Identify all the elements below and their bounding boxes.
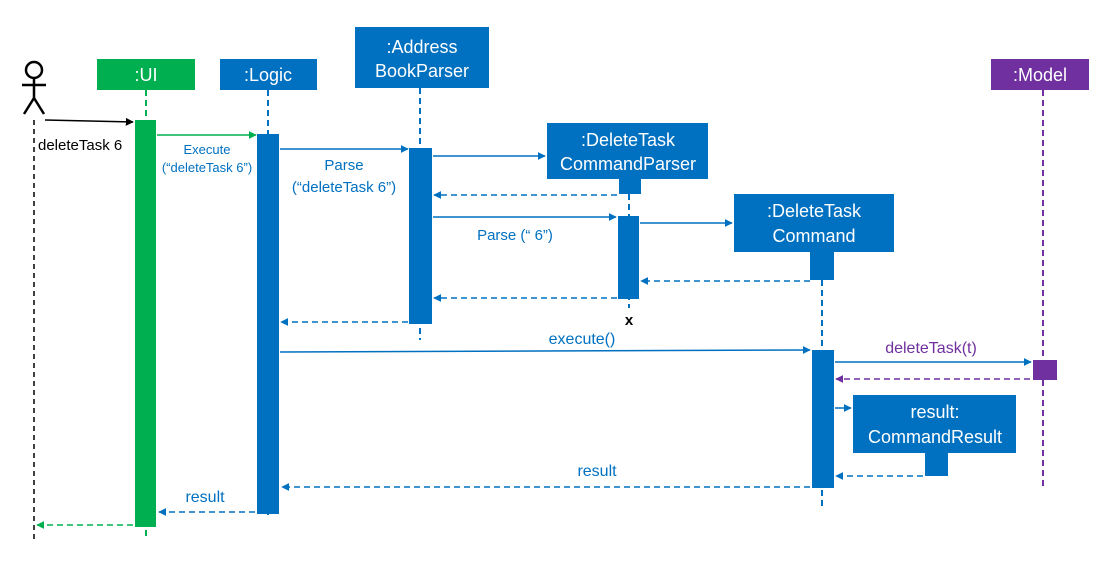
message-user-input: deleteTask 6 <box>38 117 134 154</box>
participant-dtparser-label-line1: :DeleteTask <box>581 130 676 150</box>
participant-dtparser-label-line2: CommandParser <box>560 154 696 174</box>
participant-result-label-line2: CommandResult <box>868 427 1002 447</box>
participant-logic: :Logic <box>220 59 317 90</box>
message-delete-task: deleteTask(t) <box>835 340 1032 366</box>
message-execute-call: execute() <box>279 331 811 355</box>
participant-addressbookparser: :Address BookParser <box>355 27 489 88</box>
logic-activation-bar <box>257 134 279 514</box>
message-user-input-label: deleteTask 6 <box>38 137 122 154</box>
participant-model: :Model <box>991 59 1089 90</box>
participant-result-label-line1: result: <box>910 402 959 422</box>
participant-ui: :UI <box>97 59 195 90</box>
message-execute-call-label: execute() <box>549 331 616 348</box>
user-actor-icon <box>22 60 46 115</box>
message-result-to-ui: result <box>158 489 255 516</box>
message-parse: Parse (“deleteTask 6”) <box>280 145 409 196</box>
model-activation-bar <box>1033 360 1057 380</box>
participant-dtcommand-label-line2: Command <box>772 226 855 246</box>
participant-dtcommand-label-line1: :DeleteTask <box>767 201 862 221</box>
message-execute-label-line1: Execute <box>184 142 231 157</box>
participant-parser-label-line2: BookParser <box>375 61 469 81</box>
destroy-mark: x <box>625 312 634 329</box>
message-parse-label-line2: (“deleteTask 6”) <box>292 179 396 196</box>
participant-model-label: :Model <box>1013 65 1067 85</box>
dtcommand-activation-bar <box>812 350 834 488</box>
message-parse-label-line1: Parse <box>324 157 363 174</box>
participant-parser-label-line1: :Address <box>386 37 457 57</box>
message-delete-task-label: deleteTask(t) <box>885 340 977 357</box>
message-result-to-ui-label: result <box>185 489 225 506</box>
dtparser-activation-bar <box>618 216 639 299</box>
participant-deletetaskcommand: :DeleteTask Command <box>734 194 894 280</box>
message-result-to-logic-label: result <box>577 463 617 480</box>
participant-deletetaskcommandparser: :DeleteTask CommandParser <box>547 123 708 194</box>
parser-activation-bar <box>409 148 432 324</box>
message-parse-args-label: Parse (“ 6”) <box>477 227 553 244</box>
message-result-to-logic: result <box>281 463 810 491</box>
participant-logic-label: :Logic <box>244 65 292 85</box>
message-execute-label-line2: (“deleteTask 6”) <box>162 160 252 175</box>
message-parse-args: Parse (“ 6”) <box>433 213 617 244</box>
message-execute: Execute (“deleteTask 6”) <box>157 131 257 175</box>
participant-commandresult: result: CommandResult <box>853 395 1016 476</box>
participant-ui-label: :UI <box>134 65 157 85</box>
ui-activation-bar <box>135 120 156 527</box>
